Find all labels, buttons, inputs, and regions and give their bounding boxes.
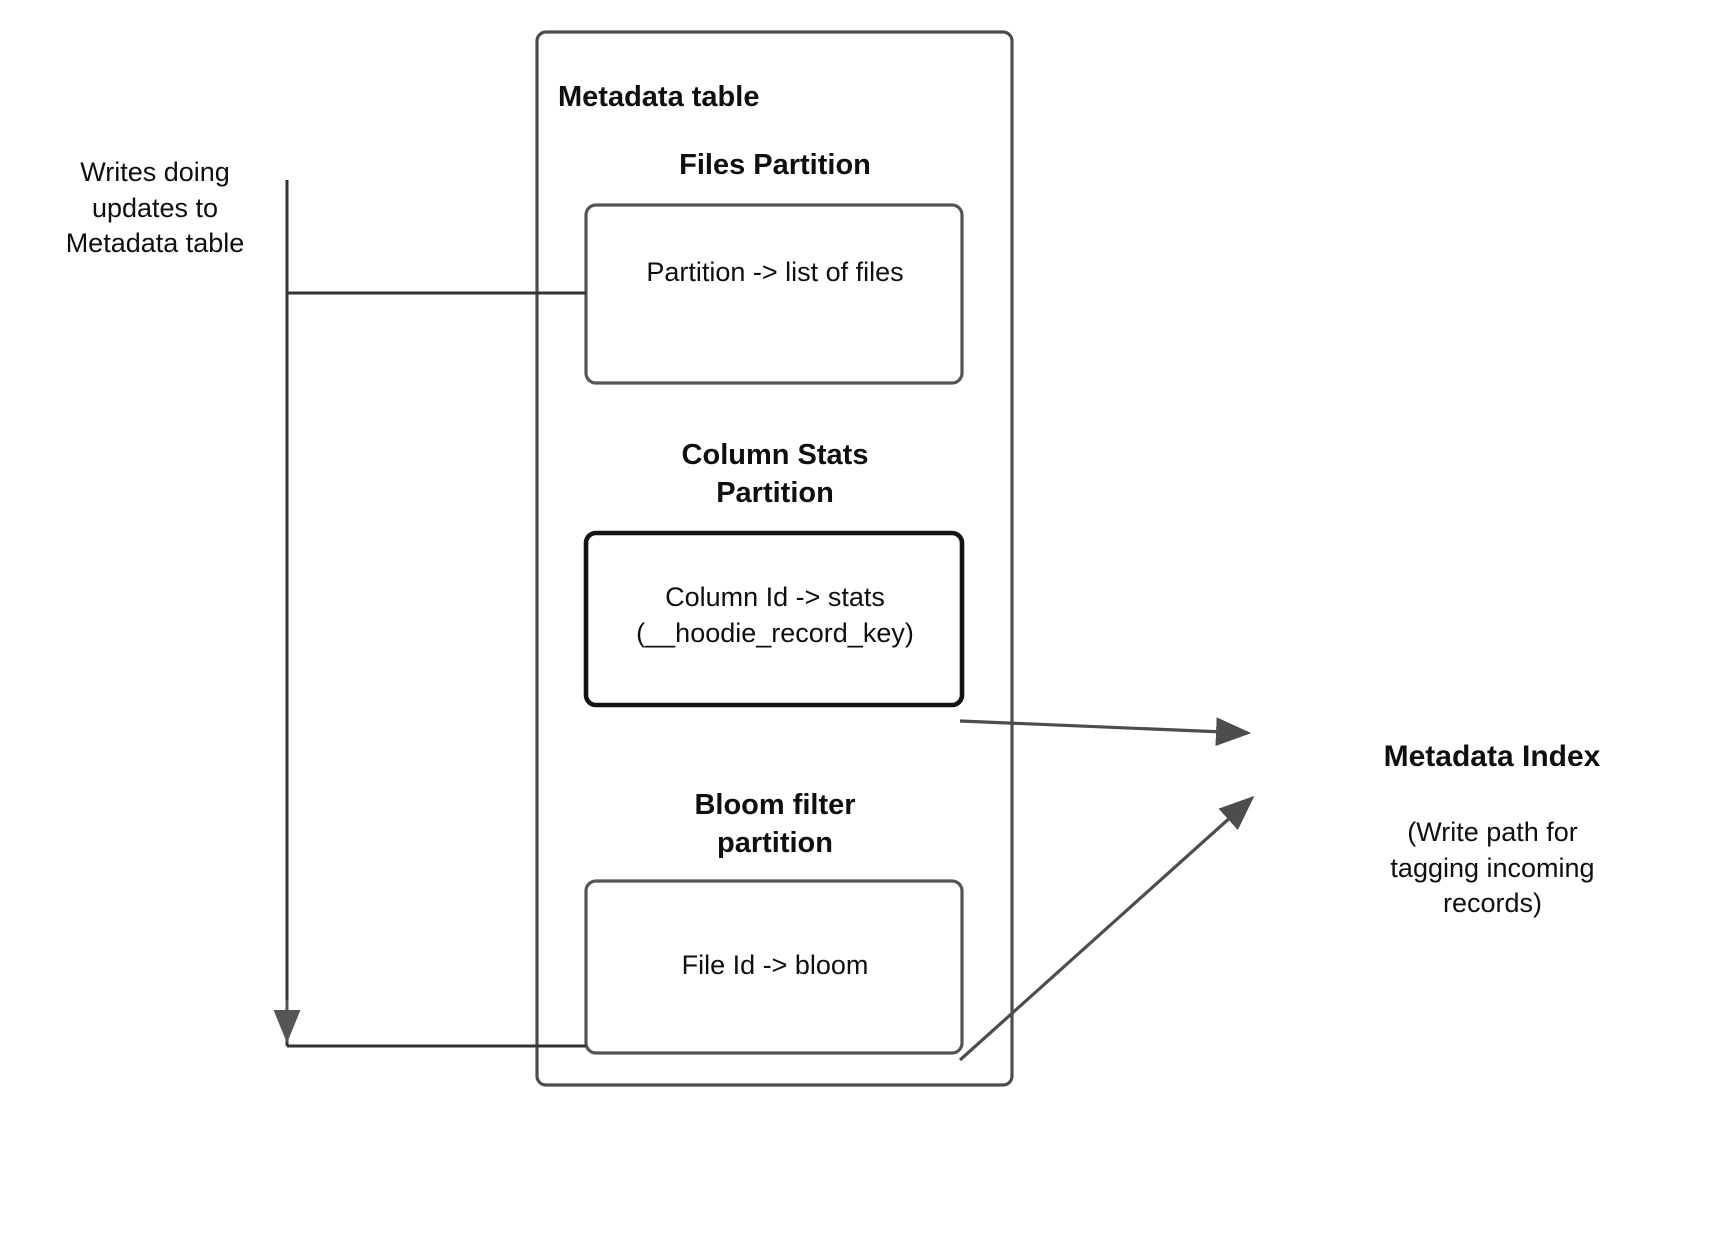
bloom-filter-partition-box <box>584 879 964 1055</box>
bloom-filter-partition-box-text: File Id -> bloom <box>681 950 869 980</box>
writes-source-label: Writes doing updates to Metadata table <box>65 157 245 259</box>
files-partition-box-text: Partition -> list of files <box>646 257 904 287</box>
colstats-to-metadata-index-arrow <box>959 717 1252 747</box>
metadata-index-note: (Write path for tagging incoming records… <box>1390 817 1595 919</box>
files-partition-heading: Files Partition <box>679 149 871 181</box>
files-partition-box <box>584 203 964 385</box>
column-stats-partition-heading: Column Stats Partition <box>681 439 869 510</box>
column-stats-partition-box-text: Column Id -> stats (__hoodie_record_key) <box>636 582 914 648</box>
metadata-table-container <box>535 30 1014 1087</box>
metadata-index-title: Metadata Index <box>1383 740 1601 773</box>
bloom-filter-partition-heading: Bloom filter partition <box>694 789 856 860</box>
bloom-to-metadata-index-arrow <box>958 795 1255 1062</box>
column-stats-partition-box <box>583 530 965 708</box>
metadata-table-title: Metadata table <box>558 81 760 113</box>
